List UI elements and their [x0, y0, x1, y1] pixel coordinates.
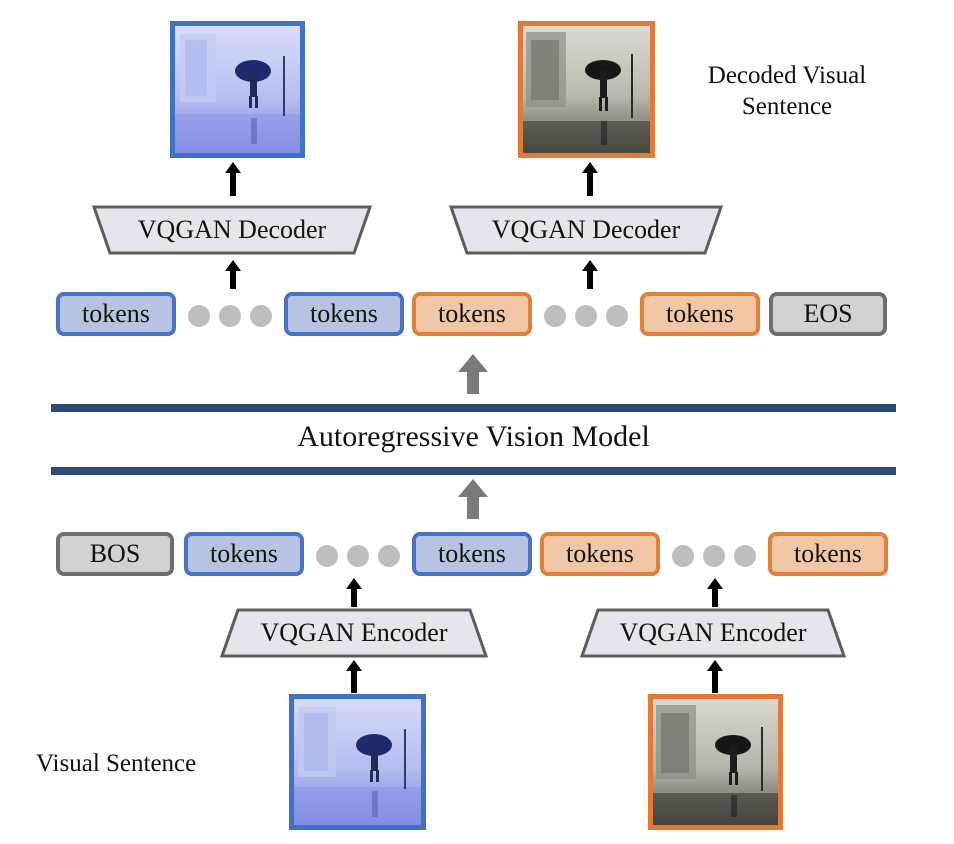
up-arrow-icon: [582, 260, 598, 289]
ellipsis-dot-icon: [188, 305, 210, 327]
vqgan-encoder-label: VQGAN Encoder: [260, 618, 448, 647]
vqgan-decoder-left: VQGAN Decoder: [92, 205, 372, 255]
up-arrow-icon: [225, 260, 241, 289]
rain-umbrella-image-gray: [523, 26, 650, 153]
up-arrow-icon: [346, 578, 362, 607]
up-arrow-icon: [707, 660, 723, 693]
output-token: tokens: [284, 292, 404, 336]
ellipsis-dot-icon: [316, 545, 338, 567]
input-token: tokens: [184, 532, 304, 576]
ellipsis-dot-icon: [219, 305, 241, 327]
ellipsis-dot-icon: [606, 305, 628, 327]
vqgan-encoder-right: VQGAN Encoder: [580, 608, 846, 658]
ellipsis-dot-icon: [544, 305, 566, 327]
input-image-orange: [648, 694, 783, 830]
eos-token: EOS: [769, 292, 887, 336]
input-token: tokens: [540, 532, 660, 576]
model-bar-top: [51, 404, 896, 412]
decoded-image-orange: [518, 21, 655, 158]
ellipsis-dot-icon: [250, 305, 272, 327]
rain-umbrella-image-blue: [294, 699, 421, 825]
decoded-image-blue: [170, 21, 305, 158]
up-arrow-icon: [225, 162, 241, 196]
vqgan-encoder-label: VQGAN Encoder: [619, 618, 807, 647]
vqgan-decoder-label: VQGAN Decoder: [137, 215, 327, 244]
model-title: Autoregressive Vision Model: [297, 420, 650, 453]
up-arrow-icon: [346, 660, 362, 693]
vqgan-decoder-right: VQGAN Decoder: [449, 205, 723, 255]
input-token: tokens: [412, 532, 532, 576]
ellipsis-dot-icon: [703, 545, 725, 567]
ellipsis-dot-icon: [575, 305, 597, 327]
output-token: tokens: [56, 292, 176, 336]
ellipsis-dot-icon: [672, 545, 694, 567]
up-arrow-icon: [707, 578, 723, 607]
ellipsis-dot-icon: [378, 545, 400, 567]
ellipsis-dot-icon: [734, 545, 756, 567]
input-image-blue: [289, 694, 426, 830]
ellipsis-dot-icon: [347, 545, 369, 567]
output-token: tokens: [412, 292, 532, 336]
vqgan-decoder-label: VQGAN Decoder: [491, 215, 681, 244]
model-bar-bottom: [51, 467, 896, 475]
input-token: tokens: [768, 532, 888, 576]
visual-sentence-caption: Visual Sentence: [36, 750, 197, 777]
rain-umbrella-image-blue: [175, 26, 300, 153]
rain-umbrella-image-gray: [653, 699, 778, 825]
up-arrow-icon: [582, 162, 598, 196]
output-token: tokens: [640, 292, 760, 336]
up-arrow-icon: [458, 479, 488, 519]
decoded-visual-sentence-caption: Decoded Visual Sentence: [707, 62, 867, 120]
up-arrow-icon: [458, 354, 488, 394]
vqgan-encoder-left: VQGAN Encoder: [220, 608, 488, 658]
bos-token: BOS: [56, 532, 174, 576]
